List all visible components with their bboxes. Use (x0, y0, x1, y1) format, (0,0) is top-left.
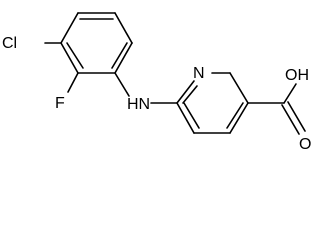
bond-ring-a-lower-right (114, 42, 133, 74)
bond-c-f (67, 72, 79, 93)
bond-ring-b-c5-c4-inner (226, 102, 244, 129)
bond-ring-a-lower-right-inner (111, 42, 128, 69)
chlorine-label: Cl (2, 35, 17, 52)
bond-ring-b-c3-c2 (176, 102, 195, 134)
molecule-structure-diagram: Cl F HN N OH O (2, 12, 311, 150)
bond-ring-b-c6-c5 (229, 72, 249, 104)
bond-ring-b-c2-n1-inner (182, 85, 198, 104)
bond-ring-a-lower-left (60, 42, 79, 74)
bond-ring-b-c5-c4 (229, 102, 249, 134)
bond-c-o-double-a (281, 104, 300, 135)
amine-label: HN (127, 96, 150, 113)
bond-c-o-double-b (287, 101, 306, 132)
bond-ring-a-upper-right (114, 12, 133, 44)
bond-ring-b-c3-c2-inner (183, 102, 200, 129)
bond-ring-b-c2-n1 (176, 80, 195, 104)
bond-c-nh (114, 72, 130, 97)
fluorine-label: F (55, 95, 65, 112)
pyridine-nitrogen-label: N (193, 65, 205, 82)
bond-ring-a-lower-left-inner (66, 42, 84, 69)
chlorofluorophenyl-ring (60, 12, 133, 74)
hydroxyl-label: OH (285, 67, 309, 84)
pyridine-ring (176, 72, 249, 134)
carbonyl-oxygen-label: O (299, 136, 311, 150)
bond-c-oh (283, 83, 297, 104)
bond-ring-a-upper-left (60, 12, 79, 44)
